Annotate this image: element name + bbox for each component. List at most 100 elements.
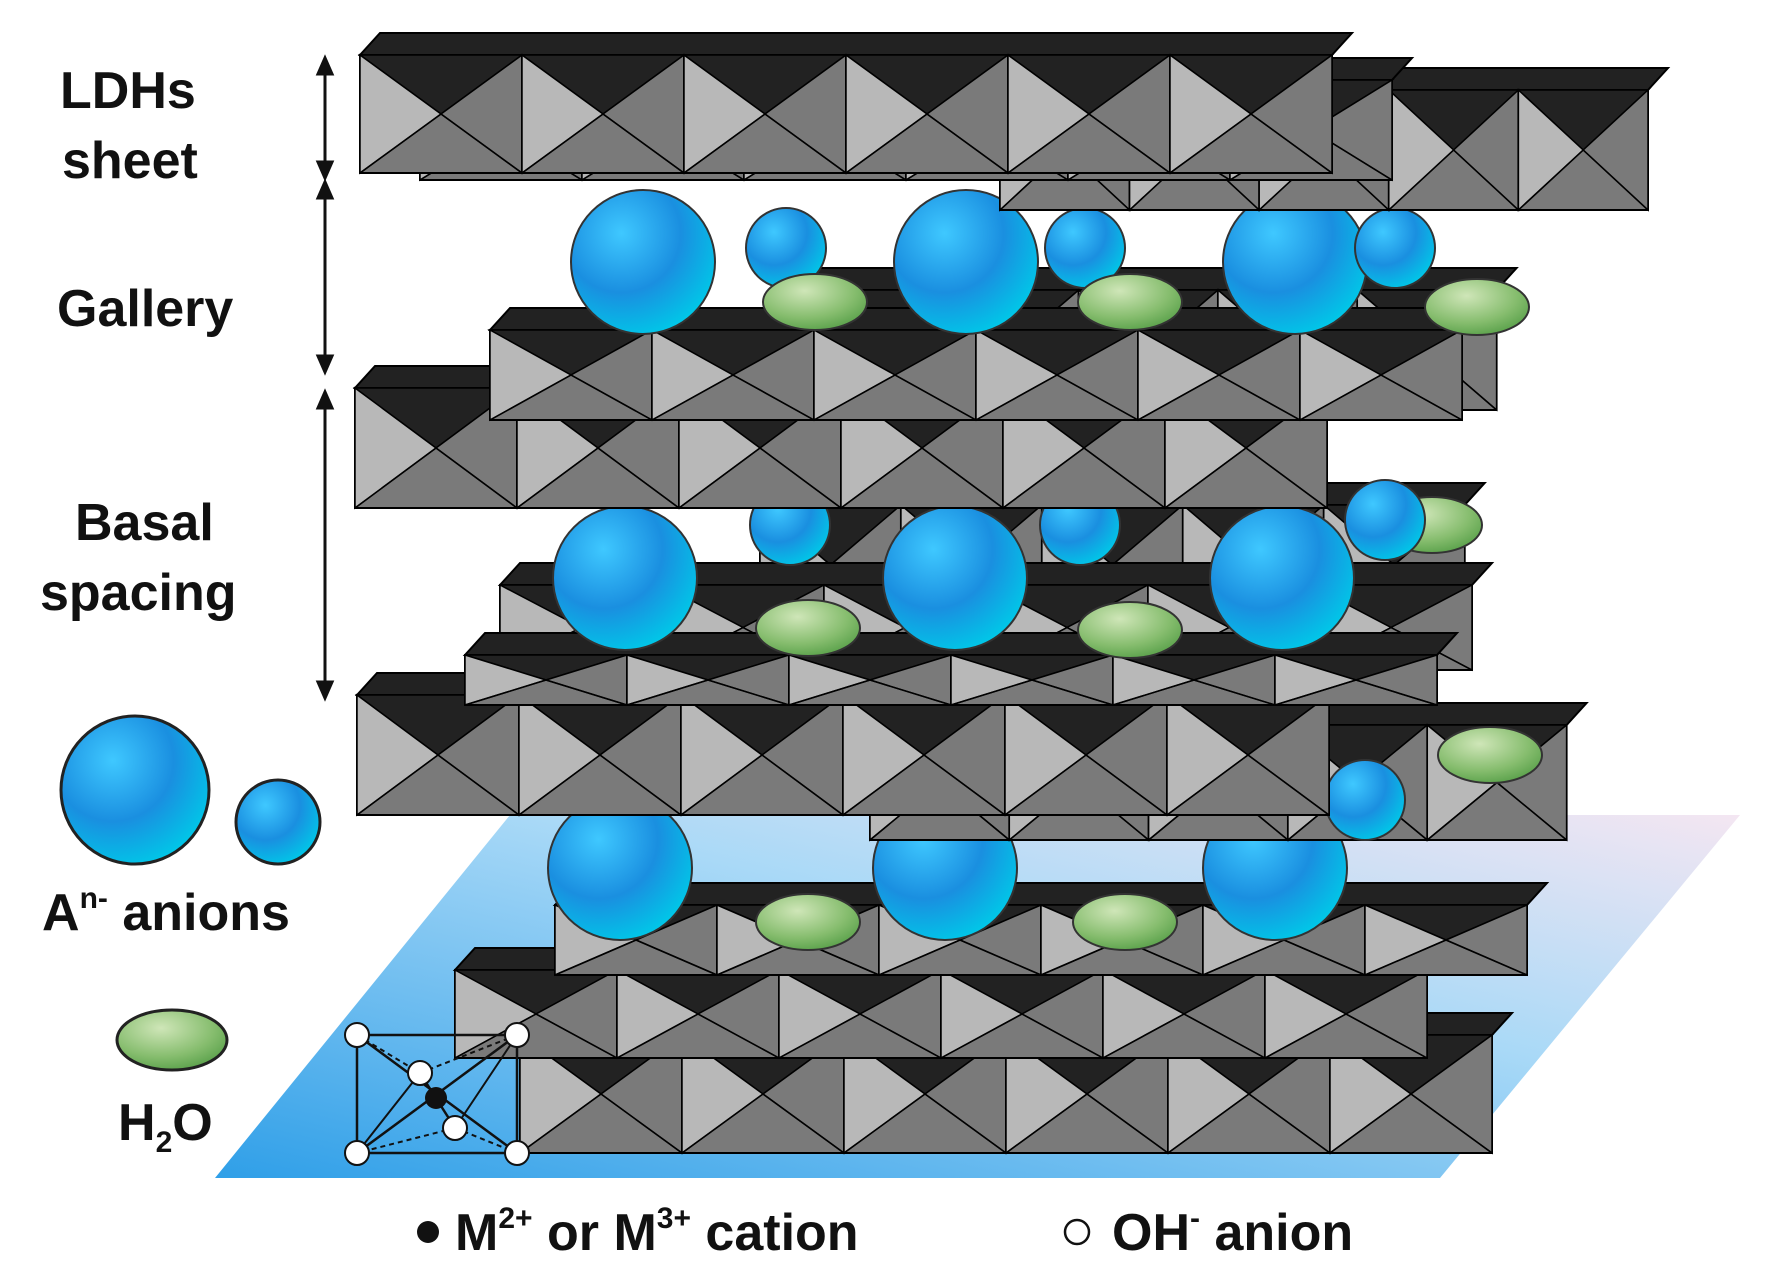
cation-legend-dot-icon <box>417 1221 439 1243</box>
anion-sphere <box>547 795 693 941</box>
octahedron-tile <box>940 968 1104 1060</box>
tile-edge <box>707 679 790 706</box>
tile-edge <box>1245 447 1328 509</box>
octahedron-tile <box>1516 88 1650 212</box>
tile-edge <box>437 754 520 816</box>
octahedron-tile <box>811 328 979 422</box>
tile-edge <box>788 679 871 706</box>
octahedron-tile <box>840 693 1008 817</box>
ldh-sheet-arrowhead-bottom <box>315 160 335 182</box>
tile-edge <box>859 1013 942 1059</box>
octahedron-tile <box>487 328 655 422</box>
tile-edge <box>1250 113 1333 174</box>
gallery-arrowhead-bottom <box>315 354 335 376</box>
tile-edge <box>678 447 761 509</box>
anion-sphere <box>882 505 1028 651</box>
octahedron-tile <box>616 968 780 1060</box>
anions-label: An- anions <box>42 882 290 942</box>
oh-vertex <box>442 1115 468 1141</box>
tile-edge <box>602 113 685 174</box>
gallery-arrowhead-top <box>315 178 335 200</box>
tile-edge <box>1517 149 1584 211</box>
tile-edge <box>683 113 766 174</box>
tile-edge <box>959 939 1042 976</box>
octahedron-tile <box>1164 693 1332 817</box>
tile-edge <box>1086 1093 1169 1154</box>
tile-edge <box>518 754 601 816</box>
tile-edge <box>516 447 599 509</box>
tile-edge <box>842 754 925 816</box>
layer-stack <box>352 32 1671 1155</box>
tile-edge <box>878 939 961 976</box>
legend-large-anion-icon <box>59 714 211 866</box>
octahedron-tile <box>1102 968 1266 1060</box>
tile-edge <box>616 1013 699 1059</box>
water-ellipse <box>1077 601 1183 659</box>
tile-edge <box>697 1013 780 1059</box>
dimension-arrows <box>315 54 335 702</box>
tile-edge <box>1167 1093 1250 1154</box>
tile-edge <box>1283 939 1366 976</box>
octahedron-tile <box>1112 653 1276 707</box>
anion-sphere <box>893 189 1039 335</box>
octahedron-tile <box>354 693 522 817</box>
tile-edge <box>845 113 928 174</box>
tile-edge <box>599 754 682 816</box>
octahedron-tile <box>1135 328 1303 422</box>
sheet-top-face <box>552 882 1550 906</box>
tile-edge <box>924 1093 1007 1154</box>
tile-edge <box>921 447 1004 509</box>
basal-spacing-label-line2: spacing <box>40 564 237 622</box>
tile-edge <box>356 754 439 816</box>
tile-edge <box>1388 149 1455 211</box>
tile-edge <box>1364 939 1447 976</box>
tile-edge <box>1004 754 1087 816</box>
tile-edge <box>680 754 763 816</box>
oh-vertex <box>504 1140 530 1166</box>
anion-sphere <box>552 505 698 651</box>
sheet-layer-bottom-row2 <box>452 947 1450 1060</box>
anion-sphere <box>1324 759 1406 841</box>
tile-edge <box>764 113 847 174</box>
octahedron-tile <box>1274 653 1438 707</box>
tile-edge <box>535 1013 618 1059</box>
tile-edge <box>761 754 844 816</box>
tile-edge <box>1410 1093 1493 1154</box>
water-ellipse <box>755 599 861 657</box>
basal-spacing-label-line1: Basal <box>75 494 214 552</box>
octahedron-tile <box>973 328 1141 422</box>
tile-edge <box>1112 679 1195 706</box>
tile-edge <box>1083 447 1166 509</box>
tile-edge <box>894 374 977 421</box>
anion-sphere <box>1354 207 1436 289</box>
octahedron-tile <box>519 53 687 175</box>
tile-edge <box>440 113 523 174</box>
tile-edge <box>489 374 572 421</box>
tile-edge <box>635 939 718 976</box>
oh-vertex <box>407 1060 433 1086</box>
water-ellipse <box>1077 273 1183 331</box>
tile-edge <box>1274 679 1357 706</box>
tile-edge <box>940 1013 1023 1059</box>
oh-vertex <box>344 1140 370 1166</box>
oh-vertex <box>344 1022 370 1048</box>
anion-sphere <box>1344 479 1426 561</box>
water-ellipse <box>1072 893 1178 951</box>
oh-vertex <box>504 1022 530 1048</box>
water-ellipse <box>1437 726 1543 784</box>
tile-edge <box>570 374 653 421</box>
tile-edge <box>813 374 896 421</box>
tile-edge <box>1166 754 1249 816</box>
tile-edge <box>778 1013 861 1059</box>
tile-edge <box>1329 1093 1412 1154</box>
octahedron-tile <box>678 693 846 817</box>
tile-edge <box>1007 113 1090 174</box>
tile-edge <box>1183 1013 1266 1059</box>
tile-edge <box>1202 939 1285 976</box>
legend-small-anion-icon <box>234 778 322 866</box>
water-label: H2O <box>118 1094 213 1159</box>
octahedron-tile <box>516 693 684 817</box>
tile-edge <box>1299 374 1382 421</box>
tile-edge <box>1445 939 1528 976</box>
oh-anion-label: OH- anion <box>1112 1202 1353 1262</box>
